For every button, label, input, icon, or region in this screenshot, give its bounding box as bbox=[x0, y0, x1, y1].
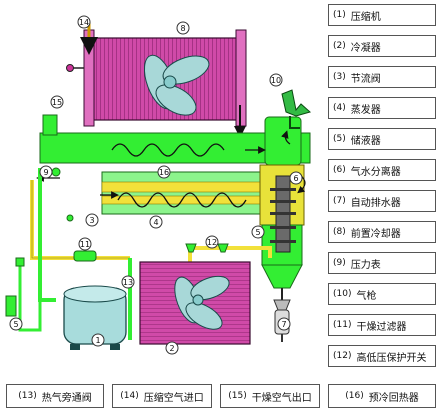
callout-16: 16 bbox=[157, 165, 171, 179]
svg-text:14: 14 bbox=[79, 18, 89, 27]
pressure-gauge-icon bbox=[51, 167, 74, 222]
legend-number: 2 bbox=[333, 41, 346, 51]
legend-label: 自动排水器 bbox=[350, 197, 401, 209]
legend-item-13: 13 热气旁通阀 bbox=[6, 384, 104, 408]
legend-number: 12 bbox=[333, 351, 351, 361]
svg-text:5: 5 bbox=[13, 320, 18, 329]
svg-text:1: 1 bbox=[95, 336, 100, 345]
callout-15: 15 bbox=[50, 95, 64, 109]
callout-14: 14 bbox=[77, 15, 91, 29]
legend-label: 气枪 bbox=[356, 290, 377, 302]
legend-number: 5 bbox=[333, 134, 346, 144]
legend-label: 压力表 bbox=[350, 259, 381, 271]
legend-label: 干燥过滤器 bbox=[356, 321, 407, 333]
legend-number: 13 bbox=[18, 391, 36, 401]
callout-5a: 5 bbox=[251, 225, 265, 239]
legend-number: 4 bbox=[333, 103, 346, 113]
legend-label: 热气旁通阀 bbox=[41, 392, 92, 404]
legend-item-4: 4 蒸发器 bbox=[328, 97, 436, 119]
legend-item-10: 10 气枪 bbox=[328, 283, 436, 305]
gauge-indicator bbox=[66, 64, 84, 72]
svg-text:10: 10 bbox=[271, 76, 281, 85]
legend-item-3: 3 节流阀 bbox=[328, 66, 436, 88]
callout-3: 3 bbox=[85, 213, 99, 227]
legend-number: 8 bbox=[333, 227, 346, 237]
legend-number: 1 bbox=[333, 10, 346, 20]
air-gun-icon bbox=[281, 89, 312, 129]
callout-12: 12 bbox=[205, 235, 219, 249]
legend-item-1: 1 压缩机 bbox=[328, 4, 436, 26]
condenser-bottom bbox=[139, 261, 251, 345]
separator-tower bbox=[259, 164, 306, 300]
legend-label: 冷凝器 bbox=[350, 42, 381, 54]
legend-label: 压缩空气进口 bbox=[143, 392, 204, 404]
legend-label: 高低压保护开关 bbox=[356, 352, 427, 364]
svg-text:13: 13 bbox=[123, 278, 133, 287]
svg-text:4: 4 bbox=[153, 218, 158, 227]
svg-text:5: 5 bbox=[255, 228, 260, 237]
air-manifold bbox=[39, 114, 311, 166]
callout-9: 9 bbox=[39, 165, 53, 179]
pressure-switch-icons bbox=[185, 243, 229, 253]
fan-icon bbox=[143, 54, 210, 116]
legend-label: 预冷回热器 bbox=[368, 392, 419, 404]
svg-text:6: 6 bbox=[293, 174, 298, 183]
legend-number: 3 bbox=[333, 72, 346, 82]
legend-label: 蒸发器 bbox=[350, 104, 381, 116]
legend-number: 7 bbox=[333, 196, 346, 206]
legend-item-14: 14 压缩空气进口 bbox=[112, 384, 212, 408]
legend-label: 压缩机 bbox=[350, 11, 381, 23]
legend-item-6: 6 气水分离器 bbox=[328, 159, 436, 181]
legend-number: 15 bbox=[228, 391, 246, 401]
svg-text:8: 8 bbox=[180, 24, 185, 33]
dryer-filter bbox=[73, 250, 97, 262]
svg-text:12: 12 bbox=[207, 238, 217, 247]
callout-1: 1 bbox=[91, 333, 105, 347]
svg-text:2: 2 bbox=[169, 344, 174, 353]
legend-item-12: 12 高低压保护开关 bbox=[328, 345, 436, 367]
legend-label: 干燥空气出口 bbox=[251, 392, 312, 404]
svg-text:15: 15 bbox=[52, 98, 62, 107]
legend-item-15: 15 干燥空气出口 bbox=[220, 384, 320, 408]
legend-label: 节流阀 bbox=[350, 73, 381, 85]
fan-icon bbox=[174, 275, 230, 330]
callout-6: 6 bbox=[289, 171, 303, 185]
legend-item-16: 16 预冷回热器 bbox=[328, 384, 436, 408]
legend-number: 6 bbox=[333, 165, 346, 175]
svg-text:9: 9 bbox=[43, 168, 48, 177]
callout-4: 4 bbox=[149, 215, 163, 229]
svg-text:7: 7 bbox=[281, 320, 286, 329]
legend-item-9: 9 压力表 bbox=[328, 252, 436, 274]
legend-number: 16 bbox=[345, 391, 363, 401]
legend-item-8: 8 前置冷却器 bbox=[328, 221, 436, 243]
legend-item-7: 7 自动排水器 bbox=[328, 190, 436, 212]
legend-label: 储液器 bbox=[350, 135, 381, 147]
legend-number: 14 bbox=[120, 391, 138, 401]
svg-text:3: 3 bbox=[89, 216, 94, 225]
legend-label: 前置冷却器 bbox=[350, 228, 401, 240]
callouts: 14 8 10 15 9 16 3 4 6 5 11 12 13 5 1 2 7 bbox=[9, 15, 303, 355]
callout-11: 11 bbox=[78, 237, 92, 251]
callout-8: 8 bbox=[176, 21, 190, 35]
compressor bbox=[63, 285, 127, 350]
svg-text:16: 16 bbox=[159, 168, 169, 177]
precooler-top bbox=[80, 22, 247, 138]
callout-2: 2 bbox=[165, 341, 179, 355]
callout-7: 7 bbox=[277, 317, 291, 331]
small-receiver bbox=[5, 295, 17, 317]
legend-number: 10 bbox=[333, 289, 351, 299]
legend-number: 9 bbox=[333, 258, 346, 268]
callout-5b: 5 bbox=[9, 317, 23, 331]
legend-label: 气水分离器 bbox=[350, 166, 401, 178]
legend-item-11: 11 干燥过滤器 bbox=[328, 314, 436, 336]
hot-gas-valve bbox=[15, 257, 25, 267]
callout-10: 10 bbox=[269, 73, 283, 87]
heat-exchanger bbox=[36, 171, 265, 215]
callout-13: 13 bbox=[121, 275, 135, 289]
legend-item-2: 2 冷凝器 bbox=[328, 35, 436, 57]
legend-number: 11 bbox=[333, 320, 351, 330]
legend-item-5: 5 储液器 bbox=[328, 128, 436, 150]
svg-text:11: 11 bbox=[80, 240, 90, 249]
